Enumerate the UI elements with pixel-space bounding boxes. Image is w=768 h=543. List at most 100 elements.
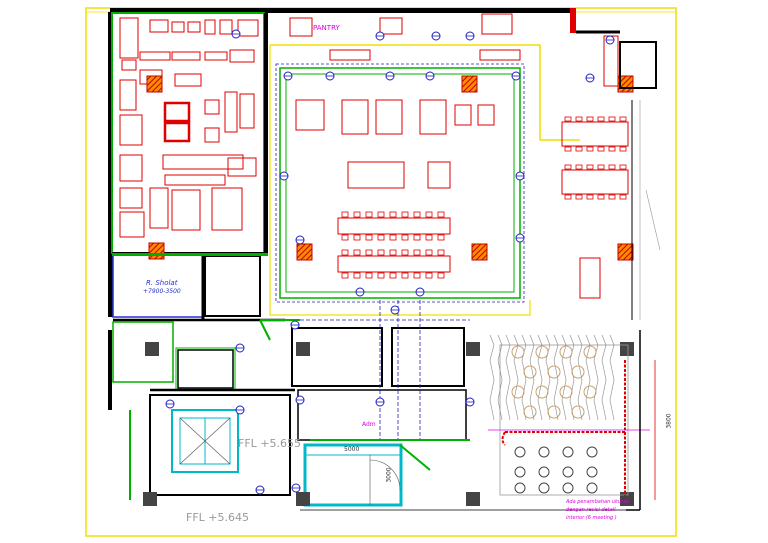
chair [353, 249, 361, 256]
dimension-3800: 3800 [665, 413, 673, 429]
round-seat [535, 345, 549, 359]
round-seat [559, 345, 573, 359]
chair [564, 164, 572, 170]
chair [608, 164, 616, 170]
seating-step-line [537, 334, 543, 421]
lower-seat [562, 482, 574, 494]
dining-hall-zone [279, 67, 521, 299]
chair [608, 146, 616, 152]
lower-seat [538, 466, 550, 478]
seating-zone [499, 344, 629, 496]
admin-label: Adm [362, 421, 376, 428]
seating-step-line [489, 334, 495, 421]
chair [586, 164, 594, 170]
seating-step-line [593, 334, 599, 421]
chair [564, 146, 572, 152]
chair [341, 272, 349, 279]
chair [575, 194, 583, 200]
chair [365, 211, 373, 218]
columns [143, 342, 634, 506]
chair [597, 116, 605, 122]
chair [575, 164, 583, 170]
seating-step-line [505, 334, 511, 421]
revised-layout-path [501, 360, 626, 496]
chair [619, 194, 627, 200]
chair [575, 146, 583, 152]
seating-step-line [497, 334, 503, 421]
pantry-label: PANTRY [313, 24, 340, 32]
chair [341, 234, 349, 241]
chair [365, 249, 373, 256]
round-seat [523, 405, 537, 419]
chair [597, 194, 605, 200]
lower-seat [586, 446, 598, 458]
round-seat [535, 385, 549, 399]
balcony [619, 41, 657, 89]
round-seat [571, 405, 585, 419]
seating-step-line [601, 334, 607, 421]
lower-seat [538, 482, 550, 494]
chair [597, 146, 605, 152]
ceiling-lights [165, 29, 627, 495]
chair [597, 164, 605, 170]
revision-note-line3: interior (6 meeting ) [566, 515, 617, 521]
lower-seat [562, 446, 574, 458]
chair [575, 116, 583, 122]
lower-seat [514, 482, 526, 494]
seating-step-line [609, 334, 615, 421]
seating-step-line [553, 334, 559, 421]
ffl-main-label: FFL +5.655 [238, 437, 301, 450]
round-seat [511, 385, 525, 399]
chair [619, 116, 627, 122]
ffl-lower-label: FFL +5.645 [186, 511, 249, 524]
chair [401, 234, 409, 241]
meeting-tables [561, 35, 629, 299]
structural-columns-hatched [146, 75, 634, 261]
lower-seat [586, 466, 598, 478]
seating-step-line [585, 334, 591, 421]
lower-seat [538, 446, 550, 458]
revision-note-line1: Ada penambahan ukuran [566, 499, 630, 505]
seating-step-line [561, 334, 567, 421]
round-seat [523, 365, 537, 379]
chair [341, 211, 349, 218]
chair [437, 234, 445, 241]
chair [437, 211, 445, 218]
chair [564, 194, 572, 200]
chair [377, 249, 385, 256]
chair [608, 116, 616, 122]
chair [377, 211, 385, 218]
round-seat [547, 365, 561, 379]
chair [341, 249, 349, 256]
round-seat [559, 385, 573, 399]
electrical-circuits [300, 300, 470, 440]
chair [353, 234, 361, 241]
left-wall [108, 12, 113, 317]
chair [586, 116, 594, 122]
lower-seat [586, 482, 598, 494]
chair [437, 272, 445, 279]
seating-step-line [513, 334, 519, 421]
chair [353, 211, 361, 218]
chair [413, 211, 421, 218]
chair [365, 272, 373, 279]
chair [401, 272, 409, 279]
chair [377, 234, 385, 241]
chair [425, 234, 433, 241]
round-seat [547, 405, 561, 419]
seating-step-line [529, 334, 535, 421]
room-name-label: R. Sholat [146, 279, 178, 287]
chair [389, 272, 397, 279]
chair [401, 211, 409, 218]
chair [619, 146, 627, 152]
chair [619, 164, 627, 170]
chair [389, 234, 397, 241]
chair [608, 194, 616, 200]
chair [413, 234, 421, 241]
top-wall [110, 8, 570, 13]
chair [353, 272, 361, 279]
lower-seat [514, 466, 526, 478]
elevator-core [171, 409, 239, 473]
revision-note-line2: dengan revisi detail [566, 507, 616, 513]
